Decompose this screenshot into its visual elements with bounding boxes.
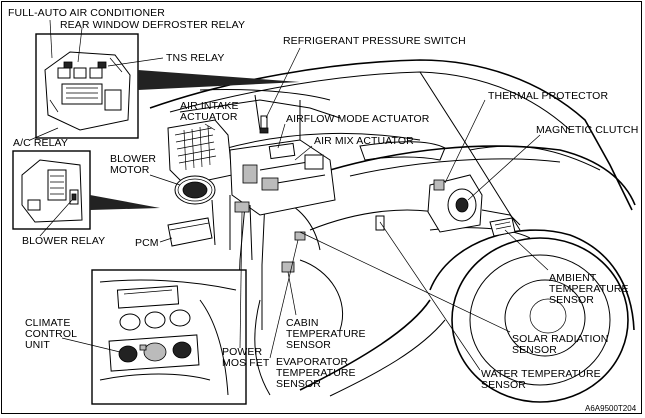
- label-refrigerant-pressure-switch: REFRIGERANT PRESSURE SWITCH: [283, 35, 466, 47]
- label-tns-relay: TNS RELAY: [166, 52, 225, 64]
- label-airflow-mode-actuator: AIRFLOW MODE ACTUATOR: [286, 113, 430, 125]
- power-mos-fet: [234, 201, 250, 213]
- label-solar-radiation-sensor: SOLAR RADIATION SENSOR: [512, 333, 609, 356]
- label-full-auto-ac: FULL-AUTO AIR CONDITIONER: [8, 7, 165, 19]
- label-magnetic-clutch: MAGNETIC CLUTCH: [536, 124, 639, 136]
- relay-box-inset: [35, 33, 300, 139]
- label-pcm: PCM: [135, 237, 159, 249]
- compressor: [427, 174, 521, 233]
- figure-code: A6A9500T204: [585, 404, 637, 413]
- hvac-unit: [167, 119, 336, 261]
- blower-relay-inset: [12, 150, 160, 230]
- label-rear-window-defroster-relay: REAR WINDOW DEFROSTER RELAY: [60, 19, 246, 31]
- label-evaporator-temperature-sensor: EVAPORATOR TEMPERATURE SENSOR: [276, 356, 356, 390]
- label-blower-relay: BLOWER RELAY: [22, 235, 106, 247]
- leader-lines: [29, 19, 549, 371]
- vehicle-body: [149, 59, 636, 403]
- climate-control-inset: [91, 269, 247, 405]
- label-air-mix-actuator: AIR MIX ACTUATOR: [314, 135, 414, 147]
- label-water-temperature-sensor: WATER TEMPERATURE SENSOR: [481, 368, 601, 391]
- label-ac-relay: A/C RELAY: [13, 137, 68, 149]
- label-ambient-temperature-sensor: AMBIENT TEMPERATURE SENSOR: [549, 272, 629, 306]
- label-air-intake-actuator: AIR INTAKE ACTUATOR: [180, 100, 239, 123]
- evaporator-sensor-part: [294, 231, 306, 241]
- label-thermal-protector: THERMAL PROTECTOR: [488, 90, 609, 102]
- label-blower-motor: BLOWER MOTOR: [110, 153, 157, 176]
- ambient-temp-sensor-part: [489, 217, 516, 237]
- label-cabin-temperature-sensor: CABIN TEMPERATURE SENSOR: [286, 317, 366, 351]
- label-power-mos-fet: POWER MOS FET: [222, 346, 270, 369]
- line-fitting: [375, 215, 385, 231]
- refrigerant-pressure-switch: [259, 115, 269, 134]
- label-climate-control-unit: CLIMATE CONTROL UNIT: [25, 317, 78, 351]
- pcm-module: [167, 217, 213, 247]
